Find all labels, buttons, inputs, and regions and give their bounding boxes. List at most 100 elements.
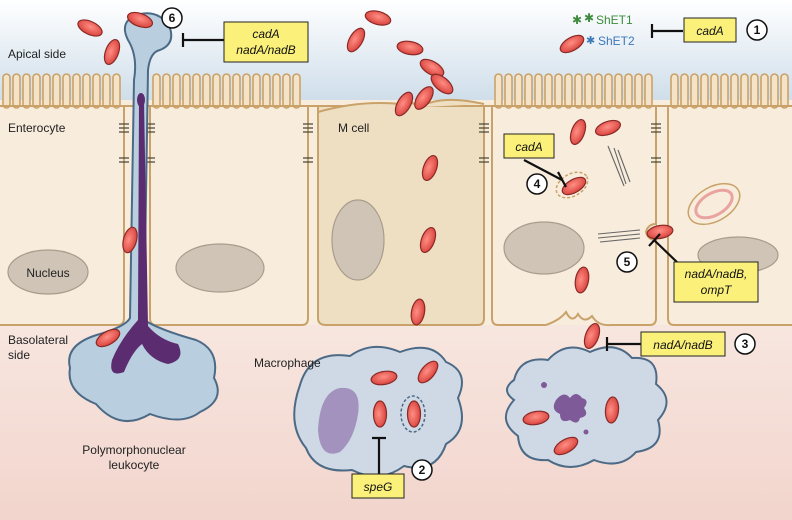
microvillus	[604, 73, 613, 109]
cell-boundary-5	[610, 106, 657, 326]
inhibit-4	[523, 159, 567, 188]
microvillus	[182, 73, 191, 109]
cell-boundary-1	[0, 106, 125, 326]
box-6-line2: nadA/nadB	[236, 43, 295, 57]
nucleus-4	[503, 221, 585, 275]
microvillus	[624, 73, 633, 109]
microvillus	[22, 73, 31, 109]
microvillus	[524, 73, 533, 109]
bacterium	[559, 34, 585, 54]
microvillus	[72, 73, 81, 109]
bacterium	[561, 176, 587, 196]
box-1-text: cadA	[696, 24, 723, 38]
bacterium	[370, 370, 398, 386]
bacterium	[126, 11, 154, 29]
microvillus	[504, 73, 513, 109]
label-pmn-2: leukocyte	[109, 458, 160, 472]
box-6-line1: cadA	[252, 27, 279, 41]
bacterium	[419, 226, 437, 254]
microvillus	[242, 73, 251, 109]
box-1	[683, 17, 737, 43]
microvillus	[614, 73, 623, 109]
microvillus	[172, 73, 181, 109]
cell-boundary-2	[149, 106, 309, 326]
label-mcell: M cell	[338, 121, 369, 135]
marker-6	[161, 7, 183, 29]
marker-3-label: 3	[742, 337, 749, 351]
marker-2	[411, 459, 433, 481]
microvillus	[750, 73, 759, 109]
microvillus	[554, 73, 563, 109]
microvillus	[584, 73, 593, 109]
vacuole-inner	[694, 188, 734, 220]
bacterium	[419, 58, 445, 78]
bacterium	[583, 322, 601, 350]
bacterium	[421, 154, 439, 182]
pmn-nucleus-tip	[137, 93, 145, 107]
label-nucleus: Nucleus	[26, 266, 69, 280]
lysed-cell	[505, 346, 668, 468]
cell-boundary-4	[491, 106, 546, 326]
box-3-text: nadA/nadB	[653, 338, 712, 352]
microvillus	[690, 73, 699, 109]
bacterium	[646, 224, 674, 240]
microvillus	[32, 73, 41, 109]
microvillus	[292, 73, 301, 109]
box-4-text: cadA	[515, 140, 542, 154]
microvillus	[282, 73, 291, 109]
box-4	[503, 133, 555, 159]
microvillus	[252, 73, 261, 109]
bacterium	[372, 400, 388, 428]
actin-tails	[597, 145, 641, 243]
microvillus	[102, 73, 111, 109]
inhibit-6	[181, 33, 224, 47]
bacterium	[414, 86, 434, 110]
box-2-text: speG	[364, 480, 393, 494]
shet2-star: ✱	[586, 34, 595, 47]
microvillus	[680, 73, 689, 109]
vacuole-macrophage	[400, 395, 426, 433]
microvillus	[12, 73, 21, 109]
microvillus	[564, 73, 573, 109]
label-macrophage: Macrophage	[254, 356, 321, 370]
box-3	[640, 331, 726, 357]
nucleus-1	[7, 249, 89, 295]
bacterium	[410, 298, 426, 326]
label-pmn-1: Polymorphonuclear	[82, 443, 185, 457]
marker-3	[734, 333, 756, 355]
nucleus-2	[175, 243, 265, 293]
region-labels: Apical side Enterocyte M cell Nucleus Ba…	[8, 47, 369, 472]
fragment-dot	[541, 382, 547, 388]
bacterium	[394, 91, 414, 117]
microvillus	[62, 73, 71, 109]
bacterium	[594, 119, 622, 137]
shet-toxins: ✱ ✱ ✱ ShET1 ShET2	[572, 11, 635, 48]
lysed-nucleus	[553, 394, 587, 423]
inhibit-3	[605, 337, 641, 351]
inhibit-5	[648, 233, 681, 266]
marker-4-label: 4	[534, 177, 541, 191]
shet1-label: ShET1	[596, 13, 633, 27]
microvillus	[670, 73, 679, 109]
bacterium	[346, 27, 366, 53]
microvillus	[574, 73, 583, 109]
double-membrane-vacuole	[687, 182, 741, 226]
box-5-line1: nadA/nadB,	[685, 267, 748, 281]
microvillus	[644, 73, 653, 109]
pmn-nucleus	[111, 100, 181, 374]
microvillus	[594, 73, 603, 109]
bacterium	[95, 328, 121, 348]
bacterium	[522, 410, 550, 426]
microvillus	[514, 73, 523, 109]
marker-1	[746, 19, 768, 41]
inhibit-2	[372, 436, 386, 474]
marker-2-label: 2	[419, 463, 426, 477]
cell-boundary-6	[667, 106, 792, 326]
shet1-star: ✱	[572, 13, 582, 27]
microvillus	[92, 73, 101, 109]
bacterium	[406, 400, 422, 428]
shet1-star: ✱	[584, 11, 594, 25]
microvillus	[780, 73, 789, 109]
